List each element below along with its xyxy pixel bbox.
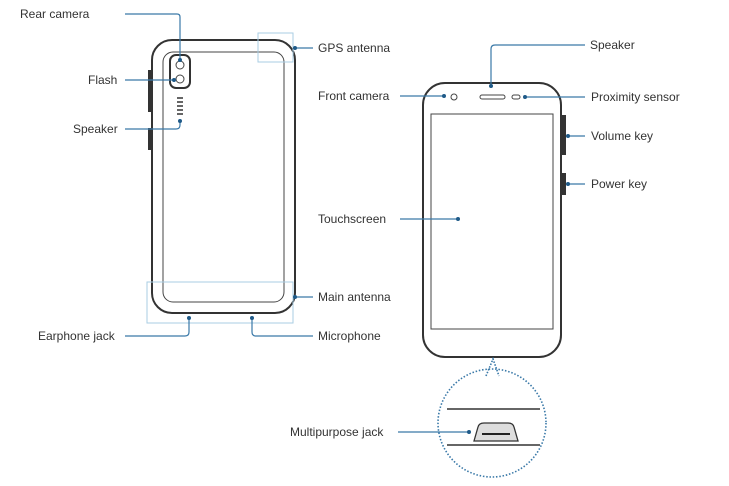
label-gps-antenna: GPS antenna bbox=[318, 41, 390, 55]
label-earphone-jack: Earphone jack bbox=[38, 329, 116, 343]
multipurpose-jack-detail bbox=[437, 356, 547, 478]
earpiece bbox=[479, 94, 506, 100]
volume-key bbox=[561, 115, 566, 155]
usb-port-icon bbox=[473, 422, 519, 442]
label-speaker-front: Speaker bbox=[590, 38, 635, 52]
label-main-antenna: Main antenna bbox=[318, 290, 391, 304]
label-rear-camera: Rear camera bbox=[20, 7, 90, 21]
label-touchscreen: Touchscreen bbox=[318, 212, 386, 226]
rear-phone bbox=[146, 32, 296, 324]
label-front-camera: Front camera bbox=[318, 89, 390, 103]
label-proximity-sensor: Proximity sensor bbox=[591, 90, 680, 104]
power-key bbox=[561, 173, 566, 195]
label-multipurpose-jack: Multipurpose jack bbox=[290, 425, 384, 439]
rear-camera-lens bbox=[175, 60, 185, 70]
proximity-slot bbox=[511, 94, 521, 100]
speaker-grille bbox=[177, 97, 183, 115]
flash-lens bbox=[175, 74, 185, 84]
main-antenna-area bbox=[146, 281, 294, 324]
gps-antenna-area bbox=[257, 32, 294, 63]
front-camera-lens bbox=[450, 93, 458, 101]
label-speaker-rear: Speaker bbox=[73, 122, 118, 136]
label-flash: Flash bbox=[88, 73, 117, 87]
front-phone bbox=[422, 82, 566, 358]
label-microphone: Microphone bbox=[318, 329, 381, 343]
touchscreen-area bbox=[430, 113, 554, 330]
label-power-key: Power key bbox=[591, 177, 647, 191]
label-volume-key: Volume key bbox=[591, 129, 653, 143]
